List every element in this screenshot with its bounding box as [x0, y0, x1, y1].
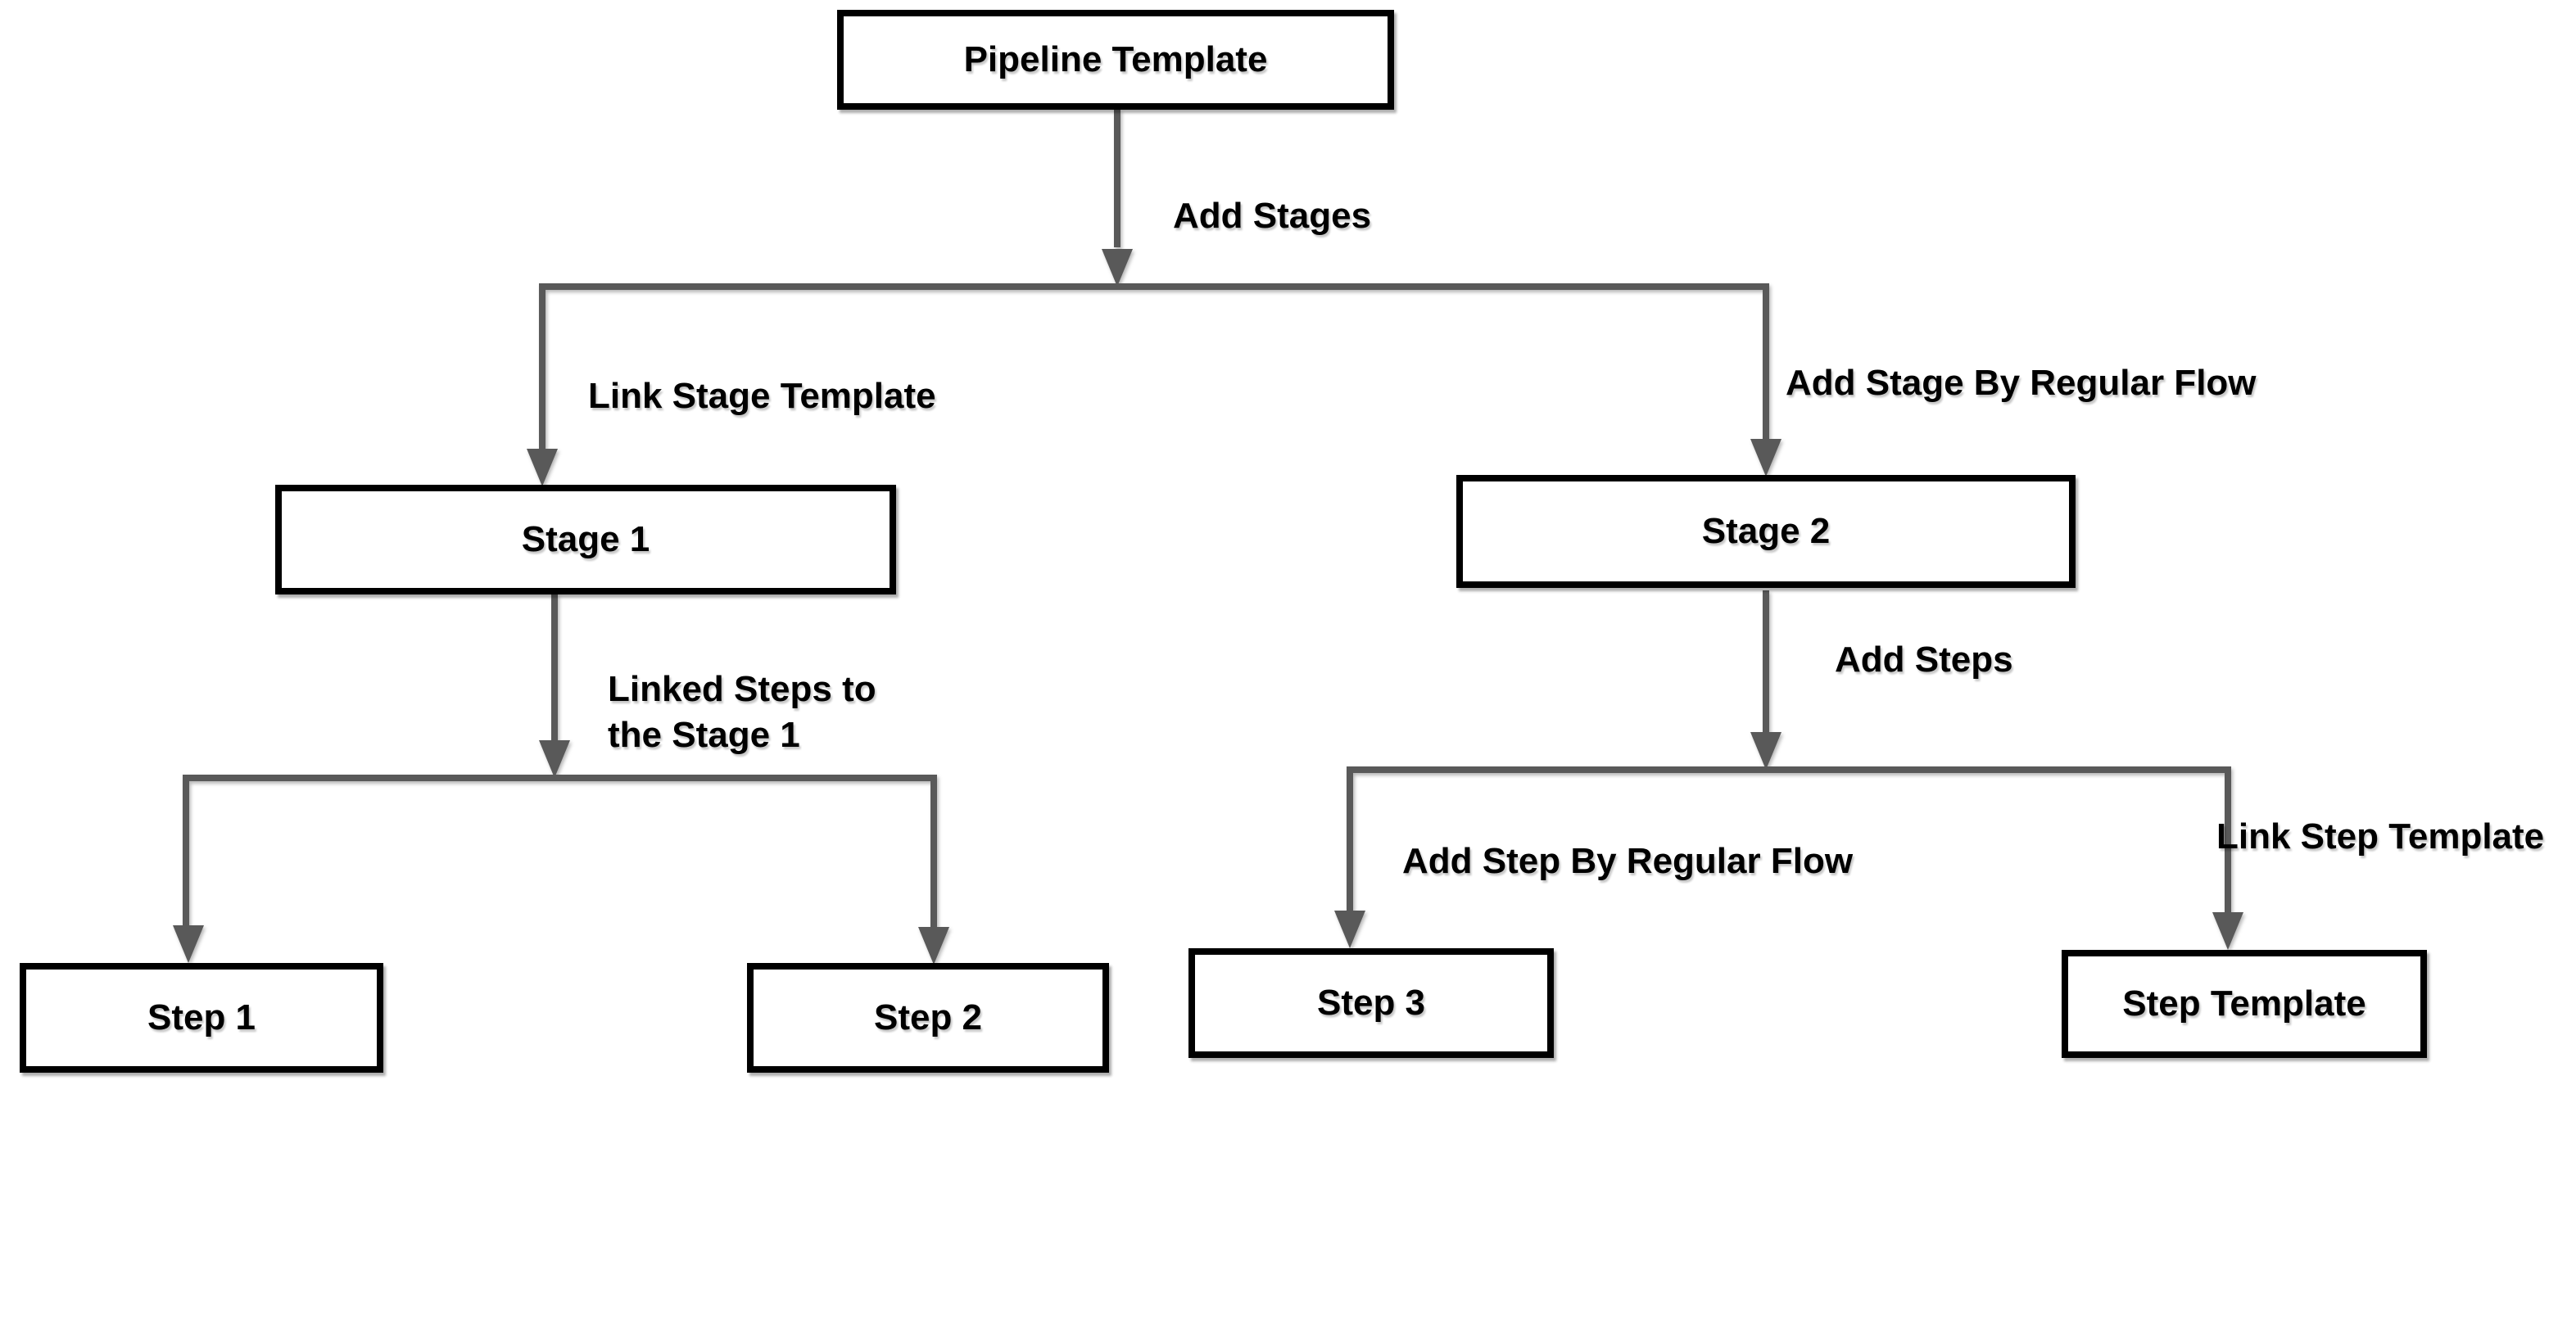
node-step-1-label: Step 1	[147, 997, 256, 1037]
arrowhead-step-template	[2212, 912, 2243, 950]
edge-label-add-stages: Add Stages	[1173, 196, 1372, 236]
edge-label-linked-steps-line1: Linked Steps to	[608, 669, 876, 709]
node-step-template-label: Step Template	[2122, 983, 2366, 1024]
node-stage-2: Stage 2	[1456, 475, 2076, 588]
edge-label-add-step-by-regular-flow: Add Step By Regular Flow	[1402, 841, 1854, 881]
edge-label-link-step-template: Link Step Template	[2216, 816, 2545, 857]
edge-main-branch	[539, 283, 1769, 455]
arrowhead-step3	[1334, 911, 1365, 948]
node-stage-1-label: Stage 1	[521, 519, 650, 559]
node-step-3: Step 3	[1188, 948, 1554, 1058]
node-step-2: Step 2	[747, 963, 1109, 1073]
edge-label-link-stage-template: Link Stage Template	[588, 376, 936, 416]
arrowheads	[173, 249, 2243, 965]
edge-label-add-stage-by-regular-flow: Add Stage By Regular Flow	[1786, 363, 2257, 403]
node-stage-2-label: Stage 2	[1701, 511, 1831, 551]
node-stage-1: Stage 1	[275, 485, 896, 594]
node-pipeline-template-label: Pipeline Template	[963, 39, 1268, 79]
edge-label-add-steps: Add Steps	[1835, 640, 2013, 680]
node-step-3-label: Step 3	[1316, 983, 1426, 1023]
edge-stage2-subbranch	[1347, 766, 2231, 912]
edge-label-linked-steps-line2: the Stage 1	[608, 715, 800, 755]
node-pipeline-template: Pipeline Template	[837, 10, 1394, 110]
arrowhead-step1	[173, 925, 204, 963]
arrowhead-step2	[918, 927, 949, 965]
arrowhead-stage1	[527, 449, 558, 486]
arrowhead-add-steps	[1750, 732, 1781, 770]
connector-lines	[183, 110, 2231, 927]
edge-label-linked-steps-to-stage-1: Linked Steps to the Stage 1	[608, 667, 876, 758]
arrowhead-stage2	[1750, 439, 1781, 477]
node-step-2-label: Step 2	[873, 997, 983, 1037]
node-step-1: Step 1	[20, 963, 383, 1073]
node-step-template: Step Template	[2062, 950, 2427, 1058]
edge-stage1-subbranch	[183, 775, 937, 927]
arrowhead-linked-steps	[539, 740, 570, 778]
arrowhead-add-stages	[1102, 249, 1133, 287]
